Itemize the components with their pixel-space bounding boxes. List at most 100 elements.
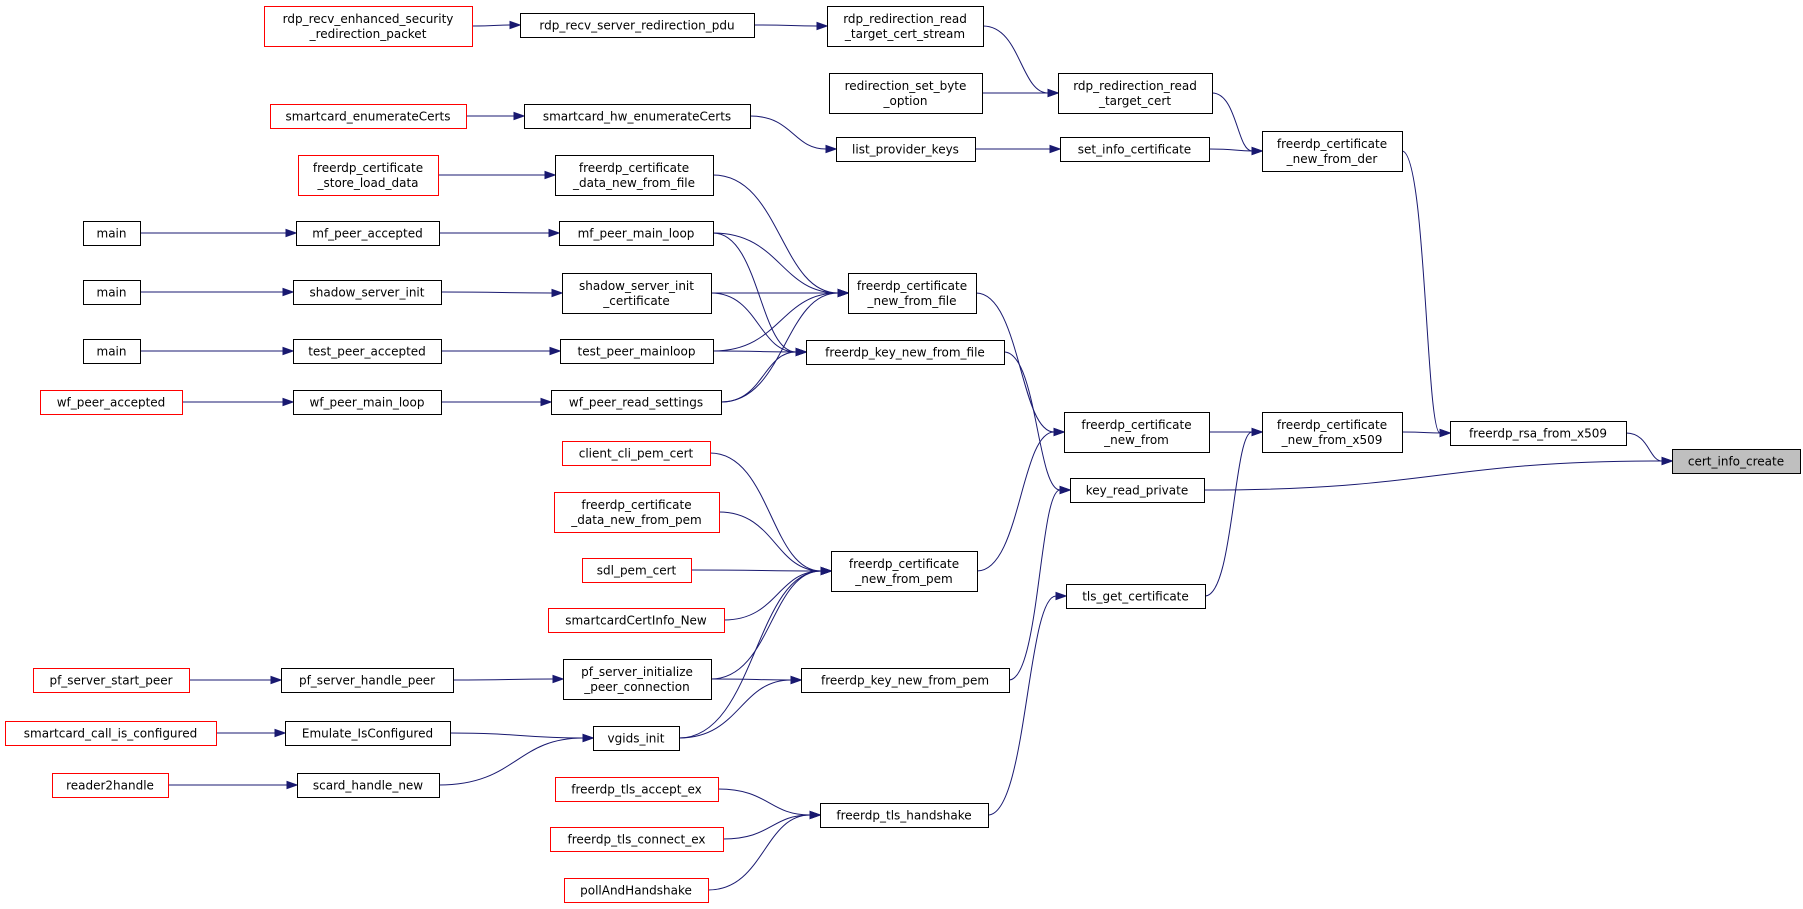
- node-label: Emulate_IsConfigured: [302, 727, 433, 741]
- edge-line: [1401, 431, 1441, 434]
- edge: [139, 346, 295, 356]
- node-wf-peer-main-loop[interactable]: wf_peer_main_loop: [293, 390, 442, 415]
- node-wf-peer-read-settings[interactable]: wf_peer_read_settings: [551, 390, 722, 415]
- node-rdp-redirection-read-target-cert[interactable]: rdp_redirection_read_target_cert: [1058, 73, 1213, 114]
- node-smartcard-call-is-configured[interactable]: smartcard_call_is_configured: [5, 721, 217, 746]
- node-label: smartcard_enumerateCerts: [286, 110, 451, 124]
- node-scard-handle-new[interactable]: scard_handle_new: [297, 773, 440, 798]
- node-freerdp-tls-handshake[interactable]: freerdp_tls_handshake: [820, 803, 989, 828]
- node-label: _certificate: [602, 294, 670, 308]
- node-freerdp-certificate-data-new-from-pem[interactable]: freerdp_certificate_data_new_from_pem: [554, 492, 720, 533]
- node-label: smartcard_hw_enumerateCerts: [543, 110, 731, 124]
- node-box: [40, 390, 183, 415]
- node-box: [820, 803, 989, 828]
- node-box: [562, 441, 711, 466]
- edge-line: [690, 569, 822, 572]
- node-pf-server-start-peer[interactable]: pf_server_start_peer: [33, 668, 190, 693]
- node-list-provider-keys[interactable]: list_provider_keys: [836, 137, 976, 162]
- edge: [710, 288, 850, 298]
- node-rdp-recv-server-redirection-pdu[interactable]: rdp_recv_server_redirection_pdu: [520, 13, 755, 38]
- node-label: cert_info_create: [1688, 455, 1784, 469]
- node-pf-server-initialize-peer-connection[interactable]: pf_server_initialize_peer_connection: [563, 659, 712, 700]
- node-cert-info-create[interactable]: cert_info_create: [1672, 449, 1801, 474]
- node-shadow-server-init[interactable]: shadow_server_init: [293, 280, 442, 305]
- node-main-2[interactable]: main: [83, 280, 141, 305]
- node-shadow-server-init-certificate[interactable]: shadow_server_init_certificate: [562, 273, 712, 314]
- node-rdp-recv-enhanced-security-redirection-packet[interactable]: rdp_recv_enhanced_security_redirection_p…: [264, 6, 473, 47]
- node-freerdp-certificate-new-from-pem[interactable]: freerdp_certificate_new_from_pem: [831, 551, 978, 592]
- node-smartcard-enumerateCerts[interactable]: smartcard_enumerateCerts: [270, 104, 467, 129]
- node-freerdp-key-new-from-file[interactable]: freerdp_key_new_from_file: [806, 340, 1005, 365]
- edge: [452, 674, 565, 684]
- node-rdp-redirection-read-target-cert-stream[interactable]: rdp_redirection_read_target_cert_stream: [827, 6, 984, 47]
- node-box: [83, 339, 141, 364]
- edge-line: [1203, 460, 1663, 491]
- edge-line: [722, 814, 811, 840]
- edge-line: [1204, 431, 1253, 597]
- node-key-read-private[interactable]: key_read_private: [1070, 478, 1205, 503]
- edge: [718, 511, 833, 576]
- edge-line: [718, 511, 822, 572]
- edge: [438, 733, 595, 786]
- node-label: pf_server_start_peer: [49, 674, 172, 688]
- node-box: [298, 155, 439, 196]
- node-label: pollAndHandshake: [580, 884, 692, 898]
- node-mf-peer-main-loop[interactable]: mf_peer_main_loop: [559, 221, 714, 246]
- node-test-peer-accepted[interactable]: test_peer_accepted: [293, 339, 442, 364]
- edge-line: [452, 678, 554, 681]
- node-main-1[interactable]: main: [83, 221, 141, 246]
- edge: [440, 346, 562, 356]
- node-freerdp-certificate-data-new-from-file[interactable]: freerdp_certificate_data_new_from_file: [555, 155, 714, 196]
- node-freerdp-certificate-new-from[interactable]: freerdp_certificate_new_from: [1064, 412, 1210, 453]
- node-freerdp-rsa-from-x509[interactable]: freerdp_rsa_from_x509: [1450, 421, 1627, 446]
- node-label: shadow_server_init: [579, 279, 694, 293]
- node-wf-peer-accepted[interactable]: wf_peer_accepted: [40, 390, 183, 415]
- node-label: freerdp_tls_handshake: [836, 809, 971, 823]
- edge: [465, 111, 526, 121]
- node-Emulate-IsConfigured[interactable]: Emulate_IsConfigured: [285, 721, 451, 746]
- node-mf-peer-accepted[interactable]: mf_peer_accepted: [296, 221, 440, 246]
- node-box: [548, 608, 725, 633]
- node-freerdp-certificate-new-from-x509[interactable]: freerdp_certificate_new_from_x509: [1262, 412, 1403, 453]
- node-freerdp-tls-connect-ex[interactable]: freerdp_tls_connect_ex: [550, 827, 724, 852]
- node-label: mf_peer_accepted: [312, 227, 422, 241]
- node-label: redirection_set_byte: [845, 79, 967, 93]
- node-smartcardCertInfo-New[interactable]: smartcardCertInfo_New: [548, 608, 725, 633]
- node-vgids-init[interactable]: vgids_init: [593, 726, 680, 751]
- node-pf-server-handle-peer[interactable]: pf_server_handle_peer: [281, 668, 454, 693]
- node-reader2handle[interactable]: reader2handle: [52, 773, 169, 798]
- node-box: [564, 878, 709, 903]
- edge: [1203, 456, 1674, 491]
- node-label: sdl_pem_cert: [597, 564, 677, 578]
- node-main-3[interactable]: main: [83, 339, 141, 364]
- node-freerdp-key-new-from-pem[interactable]: freerdp_key_new_from_pem: [801, 668, 1010, 693]
- node-box: [1262, 412, 1403, 453]
- edge: [215, 728, 287, 738]
- node-freerdp-certificate-store-load-data[interactable]: freerdp_certificate_store_load_data: [298, 155, 439, 196]
- node-smartcard-hw-enumerateCerts[interactable]: smartcard_hw_enumerateCerts: [524, 104, 751, 129]
- edge-arrowhead: [282, 397, 295, 407]
- node-client-cli-pem-cert[interactable]: client_cli_pem_cert: [562, 441, 711, 466]
- node-box: [1066, 584, 1206, 609]
- node-label: freerdp_certificate: [857, 279, 967, 293]
- node-box: [1070, 478, 1205, 503]
- node-label: test_peer_mainloop: [578, 345, 696, 359]
- node-freerdp-certificate-new-from-der[interactable]: freerdp_certificate_new_from_der: [1262, 131, 1403, 172]
- edge-line: [712, 174, 839, 294]
- node-label: smartcardCertInfo_New: [565, 614, 707, 628]
- node-label: wf_peer_accepted: [57, 396, 166, 410]
- node-freerdp-tls-accept-ex[interactable]: freerdp_tls_accept_ex: [555, 777, 719, 802]
- edge-arrowhead: [825, 144, 838, 154]
- node-sdl-pem-cert[interactable]: sdl_pem_cert: [582, 558, 692, 583]
- node-tls-get-certificate[interactable]: tls_get_certificate: [1066, 584, 1206, 609]
- node-freerdp-certificate-new-from-file[interactable]: freerdp_certificate_new_from_file: [848, 273, 977, 314]
- node-test-peer-mainloop[interactable]: test_peer_mainloop: [560, 339, 714, 364]
- node-set-info-certificate[interactable]: set_info_certificate: [1060, 137, 1210, 162]
- node-label: freerdp_key_new_from_pem: [821, 674, 989, 688]
- edge-arrowhead: [282, 287, 295, 297]
- node-pollAndHandshake[interactable]: pollAndHandshake: [564, 878, 709, 903]
- edge-line: [1401, 150, 1441, 434]
- node-redirection-set-byte-option[interactable]: redirection_set_byte_option: [829, 73, 983, 114]
- edge-arrowhead: [1059, 485, 1072, 495]
- node-box: [563, 659, 712, 700]
